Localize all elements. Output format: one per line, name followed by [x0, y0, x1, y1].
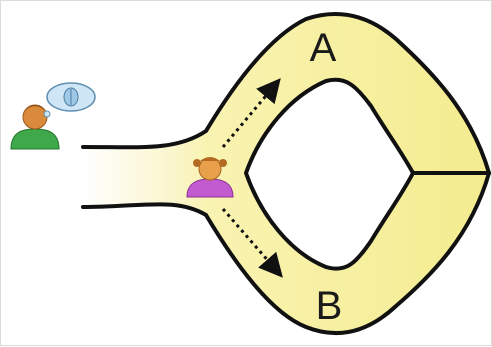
label-path-b: B — [316, 284, 343, 328]
thought-bubble-icon — [44, 83, 95, 117]
label-path-a: A — [310, 26, 337, 70]
person-icon — [11, 105, 59, 149]
